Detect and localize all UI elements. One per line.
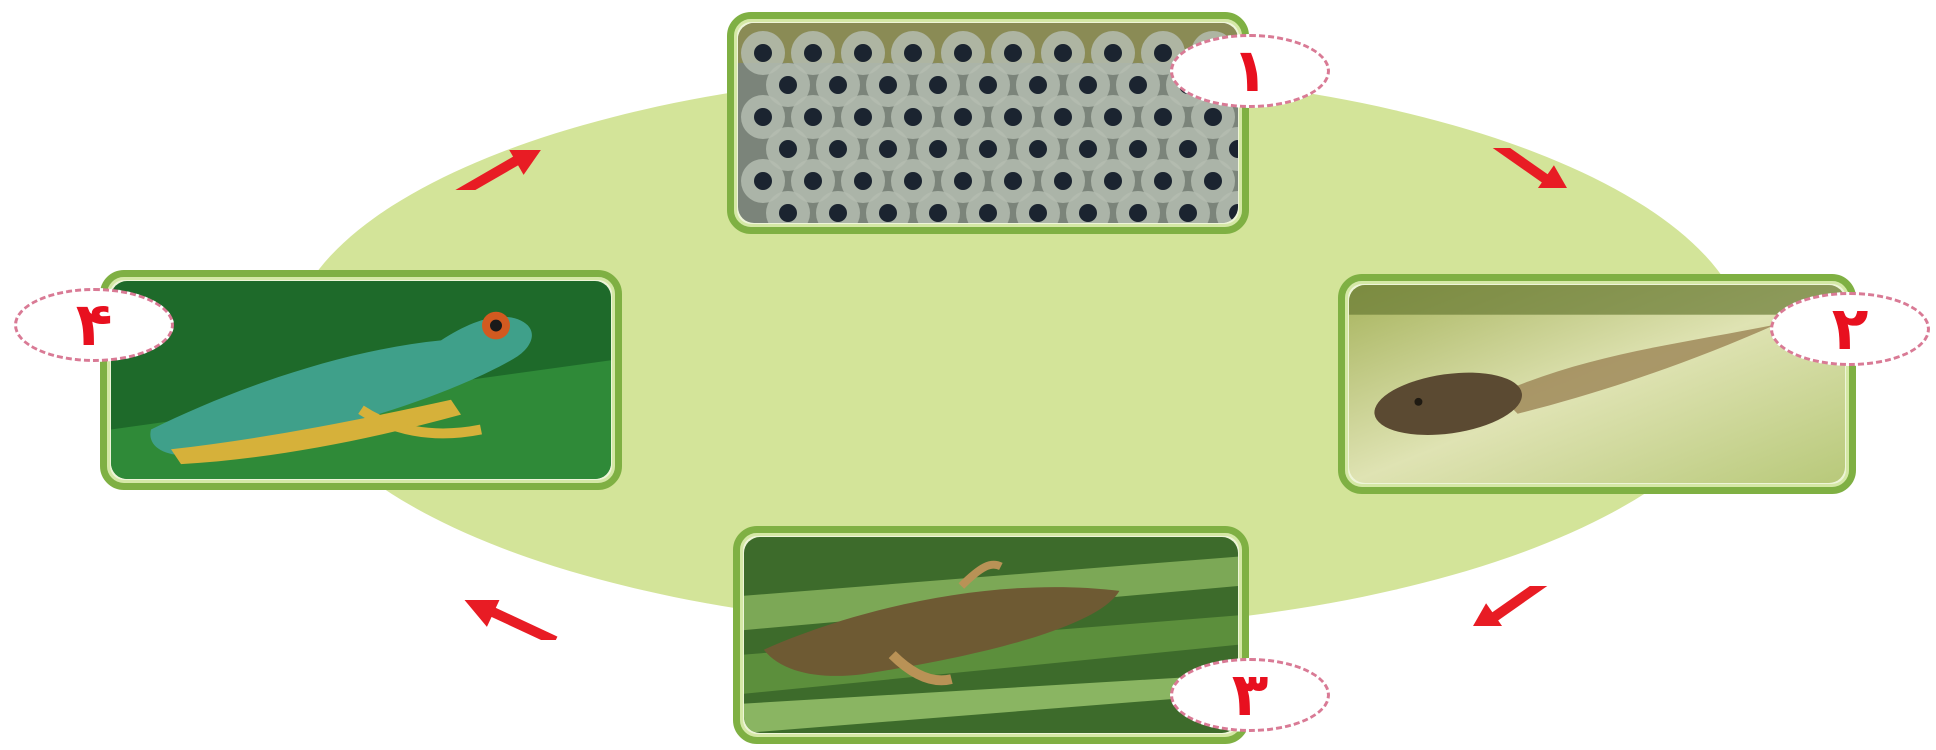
egg-embryo <box>754 108 772 126</box>
egg-embryo <box>1154 44 1172 62</box>
egg-embryo <box>854 44 872 62</box>
froglet-photo <box>744 537 1238 733</box>
egg-embryo <box>879 76 897 94</box>
egg-embryo <box>779 204 797 222</box>
egg-embryo <box>1029 204 1047 222</box>
arrow-right-down-icon <box>1470 148 1590 188</box>
egg-embryo <box>1104 44 1122 62</box>
egg-embryo <box>1129 76 1147 94</box>
egg-embryo <box>1154 172 1172 190</box>
egg-embryo <box>1004 172 1022 190</box>
egg-embryo <box>1004 44 1022 62</box>
egg-embryo <box>1029 140 1047 158</box>
egg-embryo <box>979 76 997 94</box>
frog-eggs-photo <box>738 23 1238 223</box>
egg-embryo <box>1129 140 1147 158</box>
egg-embryo <box>754 44 772 62</box>
stage-number-badge-3: ٣ <box>1170 658 1330 732</box>
egg-embryo <box>829 76 847 94</box>
egg-embryo <box>1179 140 1197 158</box>
egg-embryo <box>904 44 922 62</box>
arrow-left-up-icon <box>450 600 570 640</box>
egg-embryo <box>979 204 997 222</box>
egg-embryo <box>1004 108 1022 126</box>
egg-embryo <box>779 76 797 94</box>
egg-embryo <box>779 140 797 158</box>
egg-embryo <box>879 204 897 222</box>
egg-embryo <box>829 204 847 222</box>
egg-embryo <box>929 204 947 222</box>
stage-number-badge-2: ٢ <box>1770 292 1930 366</box>
egg-embryo <box>1079 76 1097 94</box>
egg-embryo <box>1054 108 1072 126</box>
tadpole-photo <box>1349 285 1845 483</box>
stage-number-badge-4: ۴ <box>14 288 174 362</box>
egg-embryo <box>1154 108 1172 126</box>
egg-embryo <box>1029 76 1047 94</box>
egg-embryo <box>1079 204 1097 222</box>
stage-tadpole-frame <box>1338 274 1856 494</box>
stage-adult-frog-frame <box>100 270 622 490</box>
egg-embryo <box>1204 172 1222 190</box>
egg-embryo <box>1179 204 1197 222</box>
egg-embryo <box>1204 108 1222 126</box>
egg-embryo <box>854 172 872 190</box>
egg-embryo <box>954 108 972 126</box>
egg-embryo <box>954 172 972 190</box>
egg-embryo <box>929 76 947 94</box>
egg-embryo <box>879 140 897 158</box>
egg-embryo <box>804 44 822 62</box>
egg-embryo <box>929 140 947 158</box>
egg-embryo <box>1054 44 1072 62</box>
egg-embryo <box>904 108 922 126</box>
egg-embryo <box>954 44 972 62</box>
egg-embryo <box>1104 108 1122 126</box>
egg-embryo <box>1054 172 1072 190</box>
egg-embryo <box>829 140 847 158</box>
egg-embryo <box>804 108 822 126</box>
stage-froglet-frame <box>733 526 1249 744</box>
adult-frog-photo <box>111 281 611 479</box>
egg-embryo <box>979 140 997 158</box>
egg-embryo <box>1104 172 1122 190</box>
egg-embryo <box>1129 204 1147 222</box>
arrow-left-down-icon <box>1450 586 1570 626</box>
egg-embryo <box>854 108 872 126</box>
stage-number-badge-1: ١ <box>1170 34 1330 108</box>
arrow-right-up-icon <box>440 150 560 190</box>
egg-embryo <box>754 172 772 190</box>
stage-eggs-frame <box>727 12 1249 234</box>
egg-embryo <box>804 172 822 190</box>
egg-embryo <box>904 172 922 190</box>
egg-embryo <box>1079 140 1097 158</box>
